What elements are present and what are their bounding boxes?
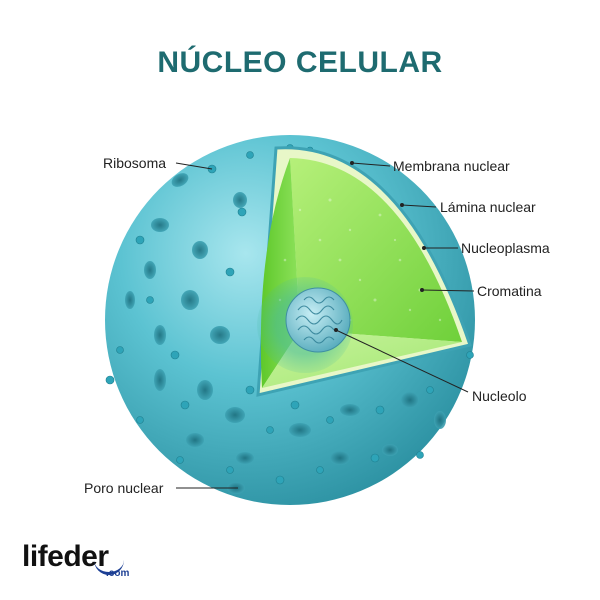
leader-lines — [175, 162, 475, 489]
label-nucleolo: Nucleolo — [472, 388, 527, 404]
logo-domain: .com — [106, 568, 130, 579]
lifeder-logo: lifeder .com — [22, 540, 129, 579]
nuclear-pores — [125, 173, 446, 494]
leader-dots — [334, 161, 426, 332]
label-membrana-nuclear: Membrana nuclear — [393, 158, 510, 174]
label-nucleoplasma: Nucleoplasma — [461, 240, 550, 256]
cutaway-section — [256, 146, 472, 397]
label-poro-nuclear: Poro nuclear — [84, 480, 164, 496]
nucleolus — [285, 287, 351, 353]
label-cromatina: Cromatina — [477, 283, 542, 299]
page-title: NÚCLEO CELULAR — [157, 46, 443, 79]
label-ribosoma: Ribosoma — [103, 155, 166, 171]
label-lamina-nuclear: Lámina nuclear — [440, 199, 536, 215]
logo-swoosh-icon — [94, 554, 124, 575]
